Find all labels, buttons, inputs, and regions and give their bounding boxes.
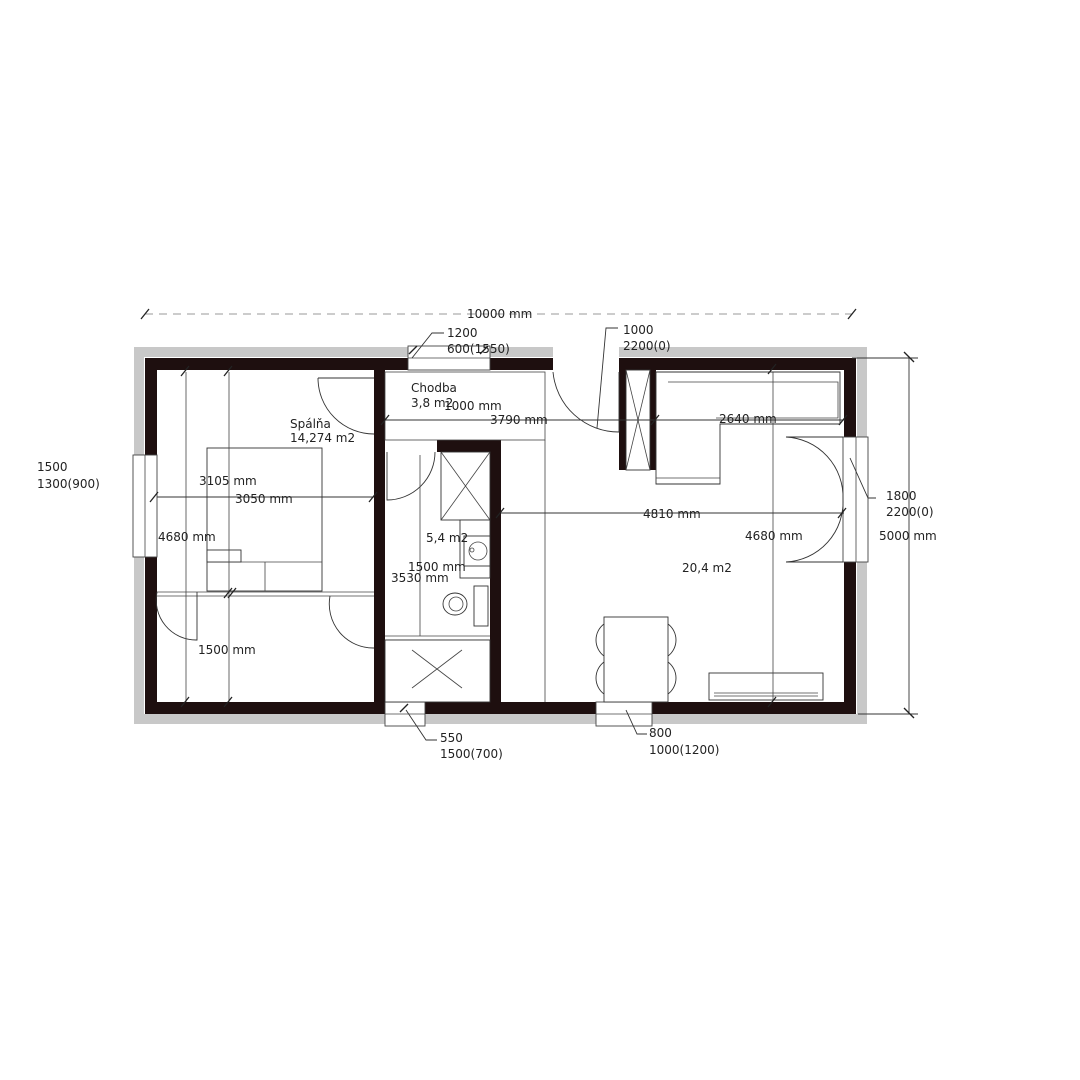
bottom-window-height: 1000(1200) xyxy=(649,743,719,757)
toilet xyxy=(442,585,489,627)
bath-storage xyxy=(384,639,491,703)
dim-living-width: 4810 mm xyxy=(643,507,701,521)
top-window-width: 1200 xyxy=(447,326,478,340)
room-area-bedroom: 14,274 m2 xyxy=(290,431,355,445)
dim-hall-length: 3790 mm xyxy=(490,413,548,427)
top-door-opening xyxy=(553,346,619,371)
top-door-width: 1000 xyxy=(623,323,654,337)
interior-lines xyxy=(157,371,546,702)
dim-bedroom-width-a: 3105 mm xyxy=(199,474,257,488)
dim-living-height: 4680 mm xyxy=(745,529,803,543)
bath-window-width: 550 xyxy=(440,731,463,745)
bottom-window-width: 800 xyxy=(649,726,672,740)
room-label-hallway: Chodba xyxy=(411,381,457,395)
dim-bedroom-width-b: 3050 mm xyxy=(235,492,293,506)
dim-bedroom-lower: 1500 mm xyxy=(198,643,256,657)
kitchen-counter xyxy=(655,371,841,485)
closet-door-right xyxy=(328,595,375,649)
bedroom-door xyxy=(317,377,375,435)
dim-hall-width: 1000 mm xyxy=(444,399,502,413)
left-window-height: 1300(900) xyxy=(37,477,100,491)
bathroom-door xyxy=(386,451,436,501)
top-door-height: 2200(0) xyxy=(623,339,671,353)
terrace-door-upper xyxy=(785,436,844,500)
doors xyxy=(155,371,844,649)
reference-lines xyxy=(185,372,774,702)
right-door-opening xyxy=(842,436,869,563)
sofa xyxy=(708,672,824,701)
dining-table xyxy=(595,616,677,703)
entry-door xyxy=(552,371,620,433)
room-area-hallway: 3,8 m2 xyxy=(411,396,453,410)
shower xyxy=(440,451,491,521)
sink xyxy=(459,519,491,579)
dim-bath-width: 1500 mm xyxy=(408,560,466,574)
leader-lines xyxy=(405,327,876,741)
dimension-lines xyxy=(140,308,918,719)
right-door-height: 2200(0) xyxy=(886,505,934,519)
bed xyxy=(206,447,323,592)
dim-kitchen-length: 2640 mm xyxy=(719,412,777,426)
closet-door-left xyxy=(155,591,198,641)
dim-bedroom-height: 4680 mm xyxy=(158,530,216,544)
right-door-width: 1800 xyxy=(886,489,917,503)
bath-window-height: 1500(700) xyxy=(440,747,503,761)
dim-overall-height: 5000 mm xyxy=(879,529,937,543)
dim-overall-width: 10000 mm xyxy=(467,307,532,321)
left-window-width: 1500 xyxy=(37,460,68,474)
room-area-living: 20,4 m2 xyxy=(682,561,732,575)
room-label-bedroom: Spálňa xyxy=(290,417,331,431)
room-area-bathroom: 5,4 m2 xyxy=(426,531,468,545)
dim-bath-height: 3530 mm xyxy=(391,571,449,585)
top-window-height: 600(1550) xyxy=(447,342,510,356)
openings xyxy=(132,345,869,727)
terrace-door-lower xyxy=(785,498,844,563)
